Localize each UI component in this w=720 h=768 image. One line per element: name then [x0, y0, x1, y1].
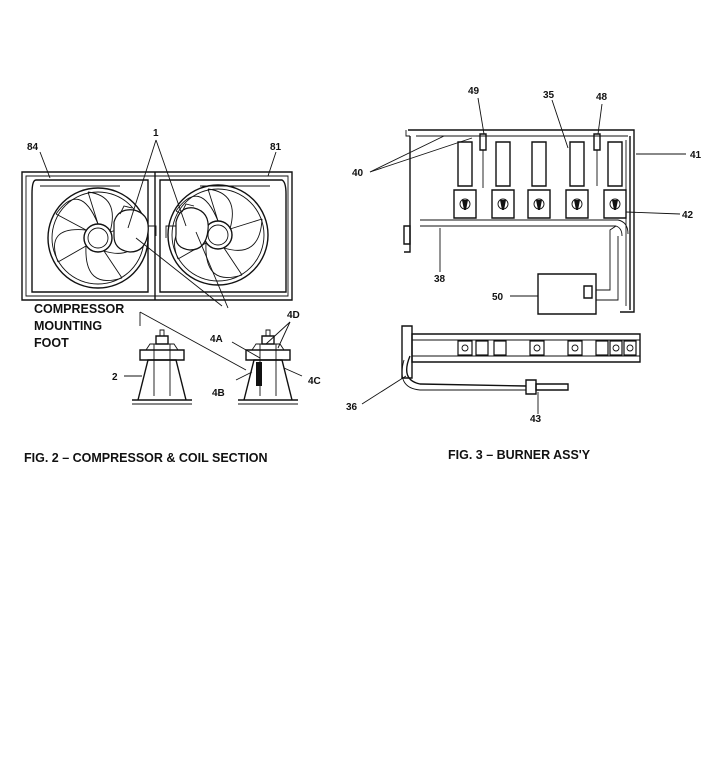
callout-38: 38 — [434, 274, 446, 285]
gas-valve-50 — [537, 225, 619, 315]
callout-2: 2 — [112, 372, 118, 383]
compressor-left — [113, 205, 157, 253]
burner-3 — [527, 141, 551, 219]
callout-4B: 4B — [212, 388, 225, 399]
callout-36: 36 — [346, 402, 358, 413]
burner-box-frame — [403, 129, 635, 313]
coil-cabinet — [21, 171, 293, 301]
compressor-right — [165, 203, 209, 251]
burner-2 — [491, 141, 515, 219]
figure-3-leader-lines — [361, 97, 686, 414]
note-line-1: COMPRESSOR — [34, 302, 124, 316]
callout-4A: 4A — [210, 334, 223, 345]
callout-40: 40 — [352, 168, 364, 179]
flame-sensor-49 — [479, 133, 487, 188]
burner-4 — [565, 141, 589, 219]
callout-84: 84 — [27, 142, 39, 153]
figure-3-burner-assembly: 49 35 48 40 41 42 38 50 36 43 FIG. 3 – B… — [346, 86, 702, 462]
figure-2-compressor-coil-section: 1 84 81 COMPRESSOR MOUNTING FOOT 2 4A 4D… — [21, 128, 321, 465]
gas-pipe-36 — [401, 355, 569, 395]
callout-1: 1 — [153, 128, 159, 139]
callout-35: 35 — [543, 90, 555, 101]
callout-43: 43 — [530, 414, 542, 425]
figure-3-caption: FIG. 3 – BURNER ASS'Y — [448, 448, 591, 462]
callout-41: 41 — [690, 150, 702, 161]
note-line-3: FOOT — [34, 336, 69, 350]
callout-49: 49 — [468, 86, 480, 97]
callout-4D: 4D — [287, 310, 300, 321]
callout-4C: 4C — [308, 376, 321, 387]
burner-manifold-bottom — [401, 325, 641, 379]
igniter-48 — [593, 133, 601, 186]
callout-81: 81 — [270, 142, 282, 153]
figure-2-leader-lines — [39, 139, 303, 381]
callout-42: 42 — [682, 210, 694, 221]
mounting-foot-left — [132, 329, 192, 405]
burner-1 — [453, 141, 477, 219]
note-line-2: MOUNTING — [34, 319, 102, 333]
callout-48: 48 — [596, 92, 608, 103]
burner-5 — [603, 141, 627, 219]
mounting-foot-right — [238, 329, 298, 405]
callout-50: 50 — [492, 292, 504, 303]
figure-2-caption: FIG. 2 – COMPRESSOR & COIL SECTION — [24, 451, 268, 465]
